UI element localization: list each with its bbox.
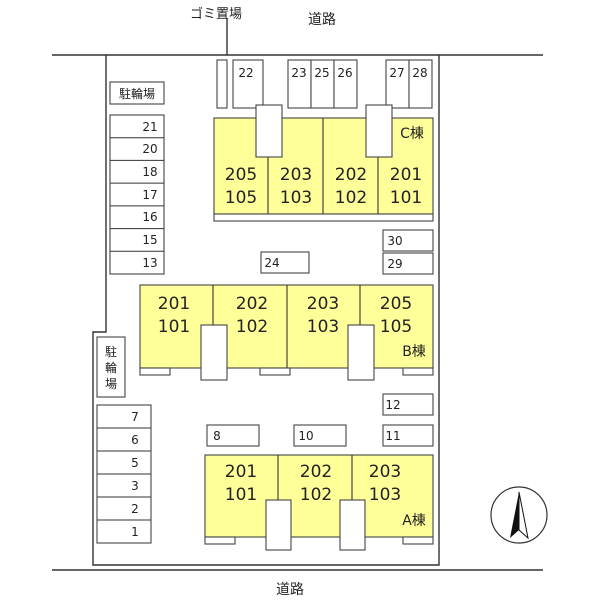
unit-a-201: 201 — [225, 462, 257, 482]
unit-c-103: 103 — [280, 188, 312, 208]
garbage-area — [216, 59, 228, 109]
building-a-label: A棟 — [402, 513, 426, 529]
bicycle-mid-char-3: 場 — [105, 377, 117, 391]
unit-a-203: 203 — [369, 462, 401, 482]
building-a: A棟 201 101 202 102 203 103 — [204, 454, 434, 551]
bicycle-parking-top — [109, 81, 165, 105]
building-c: C棟 205 105 203 103 202 102 201 101 — [213, 104, 434, 222]
unit-c-105: 105 — [225, 188, 257, 208]
building-c-label: C棟 — [400, 126, 424, 142]
parking-7: 7 — [131, 410, 139, 424]
parking-15: 15 — [142, 233, 157, 247]
parking-21: 21 — [142, 120, 157, 134]
unit-a-102: 102 — [300, 485, 332, 505]
parking-25: 25 — [314, 66, 329, 80]
parking-10: 10 — [298, 429, 313, 443]
unit-b-202: 202 — [236, 294, 268, 314]
unit-b-105: 105 — [380, 317, 412, 337]
unit-b-205: 205 — [380, 294, 412, 314]
parking-8: 8 — [213, 429, 221, 443]
parking-23: 23 — [291, 66, 306, 80]
parking-1: 1 — [131, 525, 139, 539]
parking-3: 3 — [131, 479, 139, 493]
north-arrow-icon — [490, 486, 548, 544]
parking-17: 17 — [142, 188, 157, 202]
parking-28: 28 — [412, 66, 427, 80]
bicycle-parking-top-label: 駐輪場 — [119, 86, 155, 101]
road-label-bottom: 道路 — [276, 582, 304, 598]
bicycle-parking-mid-label: 駐 輪 場 — [105, 344, 117, 391]
parking-13: 13 — [142, 256, 157, 270]
parking-11: 11 — [385, 429, 400, 443]
parking-12: 12 — [385, 398, 400, 412]
building-b-label: B棟 — [402, 344, 426, 360]
parking-left-lower: 7 6 5 3 2 1 — [96, 404, 152, 544]
parking-24: 24 — [264, 256, 279, 270]
unit-b-103: 103 — [307, 317, 339, 337]
unit-a-202: 202 — [300, 462, 332, 482]
unit-b-203: 203 — [307, 294, 339, 314]
unit-b-101: 101 — [158, 317, 190, 337]
unit-a-101: 101 — [225, 485, 257, 505]
unit-c-203: 203 — [280, 165, 312, 185]
unit-c-202: 202 — [335, 165, 367, 185]
garbage-area-label: ゴミ置場 — [190, 6, 242, 22]
parking-22: 22 — [238, 66, 253, 80]
parking-16: 16 — [142, 210, 157, 224]
parking-6: 6 — [131, 433, 139, 447]
parking-30: 30 — [387, 234, 402, 248]
parking-20: 20 — [142, 142, 157, 156]
parking-29: 29 — [387, 257, 402, 271]
site-boundary — [52, 18, 543, 571]
parking-18: 18 — [142, 165, 157, 179]
bicycle-mid-char-2: 輪 — [105, 360, 117, 375]
parking-2: 2 — [131, 502, 139, 516]
parking-top-row: 22 23 25 26 27 28 — [232, 59, 433, 109]
parking-misc: 24 30 29 12 11 8 10 — [206, 229, 434, 447]
unit-c-201: 201 — [390, 165, 422, 185]
parking-5: 5 — [131, 456, 139, 470]
parking-left-upper: 21 20 18 17 16 15 13 — [109, 114, 165, 275]
unit-c-205: 205 — [225, 165, 257, 185]
bicycle-parking-mid — [96, 336, 126, 398]
unit-c-101: 101 — [390, 188, 422, 208]
bicycle-mid-char-1: 駐 — [105, 344, 117, 359]
parking-27: 27 — [389, 66, 404, 80]
unit-a-103: 103 — [369, 485, 401, 505]
unit-b-201: 201 — [158, 294, 190, 314]
road-label-top: 道路 — [308, 12, 336, 28]
unit-c-102: 102 — [335, 188, 367, 208]
building-b: B棟 201 101 202 102 203 103 205 105 — [139, 284, 434, 381]
unit-b-102: 102 — [236, 317, 268, 337]
parking-26: 26 — [337, 66, 352, 80]
